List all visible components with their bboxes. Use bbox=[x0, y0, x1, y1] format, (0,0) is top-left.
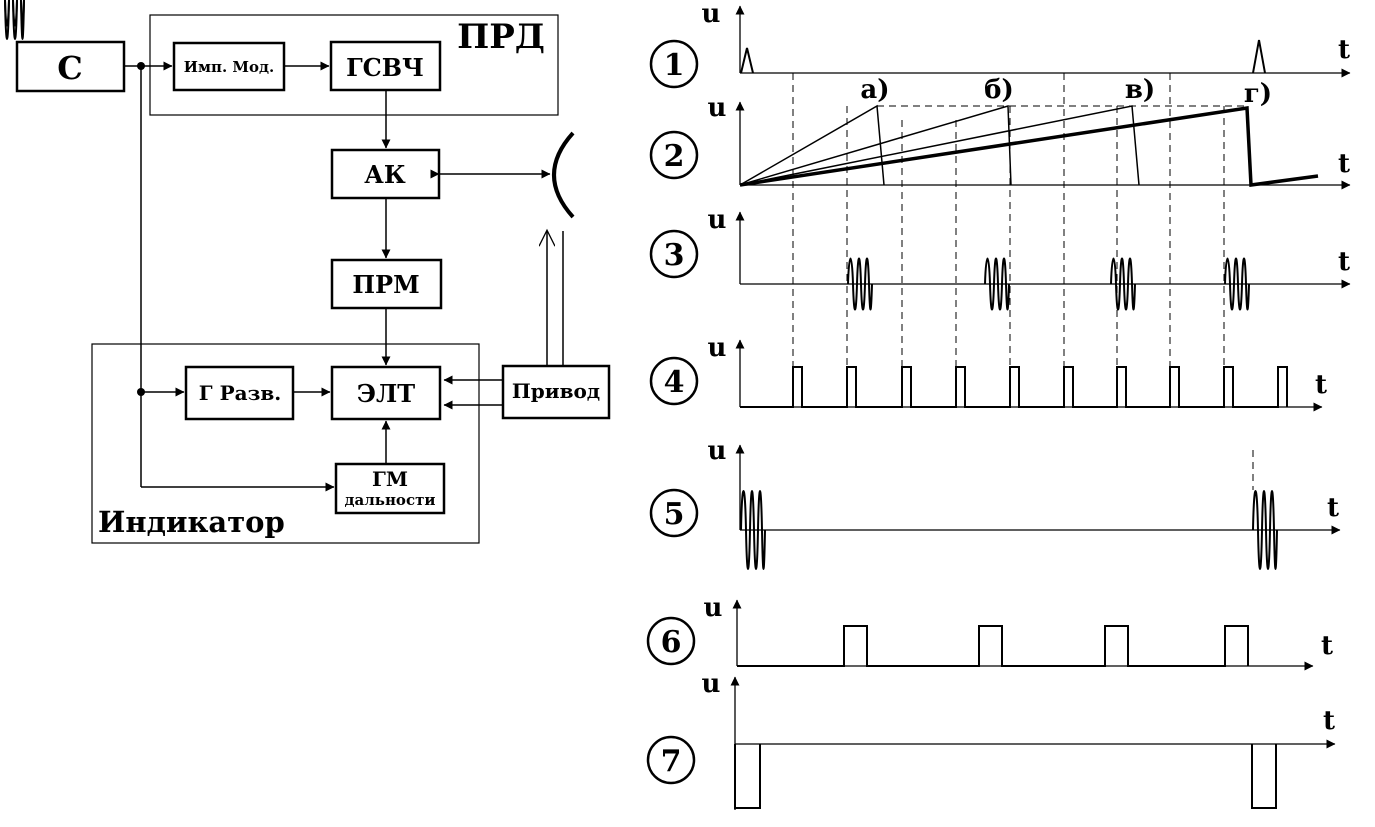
svg-text:Имп. Мод.: Имп. Мод. bbox=[184, 58, 274, 76]
svg-text:6: 6 bbox=[661, 625, 682, 660]
svg-text:u: u bbox=[702, 0, 721, 29]
sweep-ramp-v bbox=[739, 105, 1140, 186]
sweep-label-a: а) bbox=[860, 75, 889, 105]
svg-text:дальности: дальности bbox=[344, 491, 435, 509]
block-diagram: ПРД Индикатор С Имп. Мод. ГСВЧ АК ПРМ Г … bbox=[15, 14, 611, 544]
block-pulse-modulator: Имп. Мод. bbox=[172, 41, 286, 92]
svg-text:5: 5 bbox=[664, 497, 685, 532]
blanking-pulse-2 bbox=[1251, 744, 1277, 809]
svg-text:t: t bbox=[1338, 149, 1350, 179]
svg-text:u: u bbox=[708, 436, 727, 466]
row-number-1: 1 bbox=[649, 39, 699, 89]
block-drive: Привод bbox=[501, 364, 611, 420]
sweep-ramp-a bbox=[739, 104, 885, 186]
block-receiver: ПРМ bbox=[330, 258, 443, 310]
connections bbox=[124, 61, 564, 492]
row-number-5: 5 bbox=[649, 488, 699, 538]
svg-text:t: t bbox=[1323, 706, 1335, 736]
sweep-label-v: в) bbox=[1125, 75, 1155, 105]
sweep-label-g: г) bbox=[1244, 79, 1272, 109]
indicator-group-frame bbox=[91, 343, 480, 544]
timing-diagram: 1 2 3 4 5 6 7 u t u t bbox=[0, 0, 1351, 810]
svg-text:u: u bbox=[708, 93, 727, 123]
svg-text:t: t bbox=[1338, 247, 1350, 277]
svg-text:u: u bbox=[702, 669, 721, 699]
row-number-2: 2 bbox=[649, 130, 699, 180]
svg-text:1: 1 bbox=[664, 48, 685, 83]
svg-text:АК: АК bbox=[364, 160, 406, 189]
sweep-ramp-g bbox=[739, 105, 1319, 187]
transmitter-group-label: ПРД bbox=[457, 17, 545, 57]
block-sweep-generator: Г Разв. bbox=[184, 365, 295, 421]
trigger-pulse-2 bbox=[1252, 39, 1266, 74]
svg-text:ЭЛТ: ЭЛТ bbox=[357, 379, 415, 408]
svg-text:u: u bbox=[708, 333, 727, 363]
svg-text:u: u bbox=[708, 205, 727, 235]
svg-text:3: 3 bbox=[664, 238, 685, 273]
svg-text:Привод: Привод bbox=[512, 379, 600, 403]
transmitter-group-frame bbox=[149, 14, 559, 116]
row-number-4: 4 bbox=[649, 356, 699, 406]
svg-text:u: u bbox=[704, 593, 723, 623]
row-number-6: 6 bbox=[646, 616, 696, 666]
svg-text:t: t bbox=[1327, 493, 1339, 523]
gating-pulses bbox=[737, 625, 1249, 667]
block-antenna-switch: АК bbox=[330, 148, 441, 200]
svg-text:2: 2 bbox=[664, 139, 685, 174]
sweep-ramp-b bbox=[739, 105, 1012, 186]
block-range-marker-generator: ГМ дальности bbox=[334, 462, 446, 515]
dashed-guides bbox=[792, 73, 1254, 490]
indicator-group-label: Индикатор bbox=[98, 505, 285, 539]
svg-text:t: t bbox=[1321, 631, 1333, 661]
svg-text:t: t bbox=[1338, 35, 1350, 65]
svg-text:ГСВЧ: ГСВЧ bbox=[346, 53, 424, 82]
block-microwave-generator: ГСВЧ bbox=[329, 40, 442, 92]
trigger-pulse-1 bbox=[740, 47, 754, 74]
blanking-pulse-1 bbox=[734, 744, 761, 809]
axis-labels: u t u t u t u t u t u t u t bbox=[702, 0, 1350, 736]
sweep-label-b: б) bbox=[984, 75, 1014, 105]
block-crt: ЭЛТ bbox=[330, 365, 442, 421]
svg-text:4: 4 bbox=[664, 365, 685, 400]
antenna-icon bbox=[552, 131, 575, 219]
svg-text:7: 7 bbox=[661, 744, 682, 779]
row-number-7: 7 bbox=[646, 735, 696, 785]
svg-text:ГМ: ГМ bbox=[372, 467, 408, 491]
svg-text:Г Разв.: Г Разв. bbox=[199, 381, 281, 405]
block-sync: С bbox=[15, 40, 126, 93]
row-number-3: 3 bbox=[649, 229, 699, 279]
svg-text:С: С bbox=[57, 49, 82, 87]
svg-text:t: t bbox=[1315, 370, 1327, 400]
range-marks bbox=[740, 366, 1288, 408]
svg-text:ПРМ: ПРМ bbox=[352, 270, 419, 299]
